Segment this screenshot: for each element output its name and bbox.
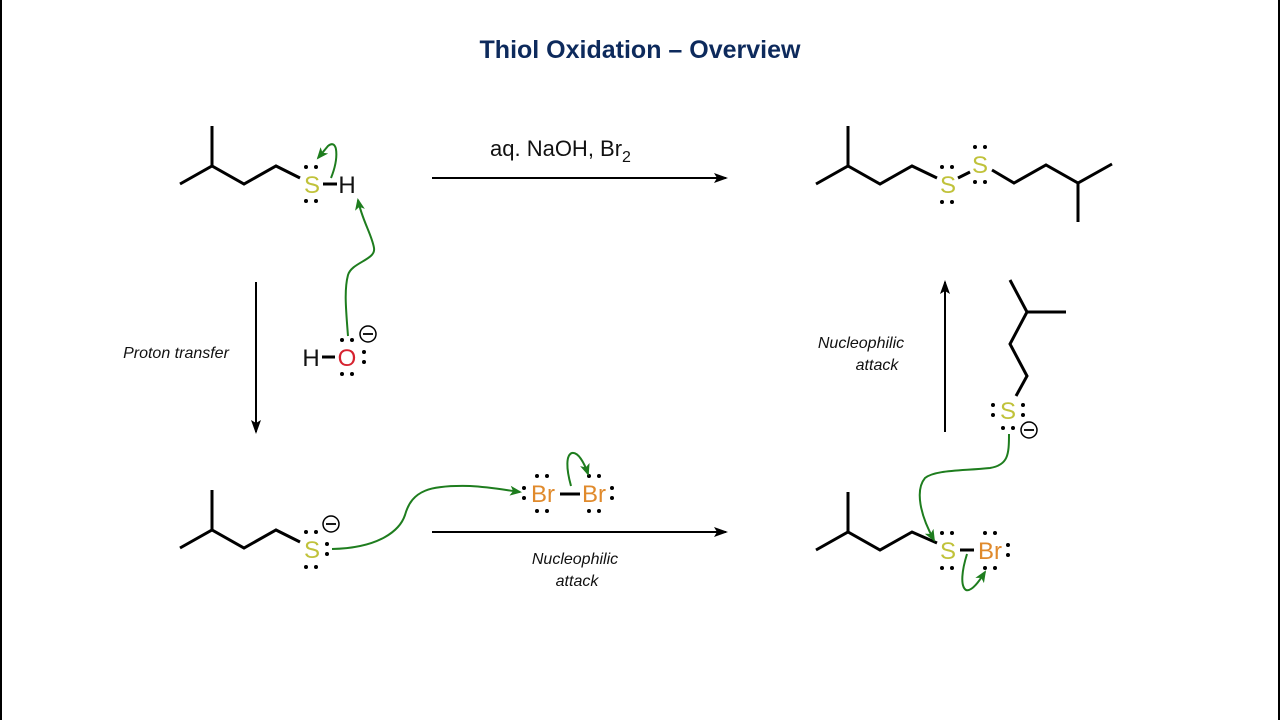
sulfenyl-sulfur: S: [940, 538, 956, 565]
page-title: Thiol Oxidation – Overview: [480, 36, 801, 64]
second-thiolate-negative-charge-icon: [1020, 421, 1038, 439]
thiol-sulfur: S: [304, 172, 320, 199]
second-thiolate-sulfur: S: [1000, 398, 1016, 425]
bromine-atom-1: Br: [531, 481, 555, 508]
bottom-step-label-line1: Nucleophilic: [532, 551, 618, 568]
thiol-carbon-chain: [179, 164, 301, 186]
bromine-molecule: Br Br: [522, 451, 614, 513]
hydroxide-negative-charge-icon: [359, 325, 377, 343]
sulfenyl-bromine: Br: [978, 538, 1002, 565]
hydroxide-ion: H O: [302, 198, 377, 376]
thiolate-carbon-chain: [179, 528, 301, 550]
br-br-bond-cleavage-arrow: [566, 451, 590, 487]
second-thiolate-attack-arrow: [918, 433, 1010, 542]
hydroxide-attack-arrow: [344, 198, 376, 337]
s-h-bond-to-sulfur-arrow: [316, 143, 338, 179]
thiolate-molecule: S: [179, 484, 522, 569]
proton-transfer-step: Proton transfer: [123, 282, 261, 434]
right-step-label-line2: attack: [856, 357, 900, 374]
disulfide-sulfur-2: S: [972, 152, 988, 179]
hydroxide-oxygen: O: [338, 345, 357, 372]
disulfide-sulfur-1: S: [940, 172, 956, 199]
proton-transfer-label: Proton transfer: [123, 345, 230, 362]
nucleophilic-attack-step-right: Nucleophilic attack: [818, 280, 950, 432]
thiol-hydrogen: H: [338, 172, 355, 199]
hydroxide-hydrogen: H: [302, 345, 319, 372]
bromine-atom-2: Br: [582, 481, 606, 508]
thiolate-sulfur: S: [304, 537, 320, 564]
bromine-lone-pairs: [522, 474, 614, 513]
sulfenyl-bromide-molecule: S Br: [815, 492, 1010, 592]
thiolate-attack-arrow: [331, 484, 522, 550]
second-thiolate-molecule: S: [918, 279, 1066, 542]
thiol-lone-pairs: [304, 165, 318, 203]
overall-reaction-arrow-group: aq. NaOH, Br2: [432, 136, 728, 183]
bottom-step-label-line2: attack: [556, 573, 600, 590]
disulfide-product: S S: [815, 126, 1113, 222]
s-s-bond: [957, 170, 971, 180]
disulfide-right-chain: [991, 162, 1113, 185]
disulfide-lone-pairs: [940, 145, 987, 204]
hydroxide-lone-pairs: [340, 338, 366, 376]
thiolate-lone-pairs: [304, 530, 329, 569]
second-thiolate-lone-pairs: [991, 403, 1025, 430]
nucleophilic-attack-step-bottom: Nucleophilic attack: [432, 527, 728, 590]
reagent-label: aq. NaOH, Br2: [490, 136, 631, 166]
sulfenyl-carbon-chain: [815, 530, 938, 552]
s-br-bond-cleavage-arrow: [961, 553, 987, 592]
disulfide-left-chain: [815, 164, 938, 186]
sulfenyl-lone-pairs: [940, 531, 1010, 570]
right-step-label-line1: Nucleophilic: [818, 335, 904, 352]
thiolate-negative-charge-icon: [322, 515, 340, 533]
second-thiolate-chain: [1008, 279, 1029, 397]
thiol-molecule: S H: [179, 126, 356, 203]
